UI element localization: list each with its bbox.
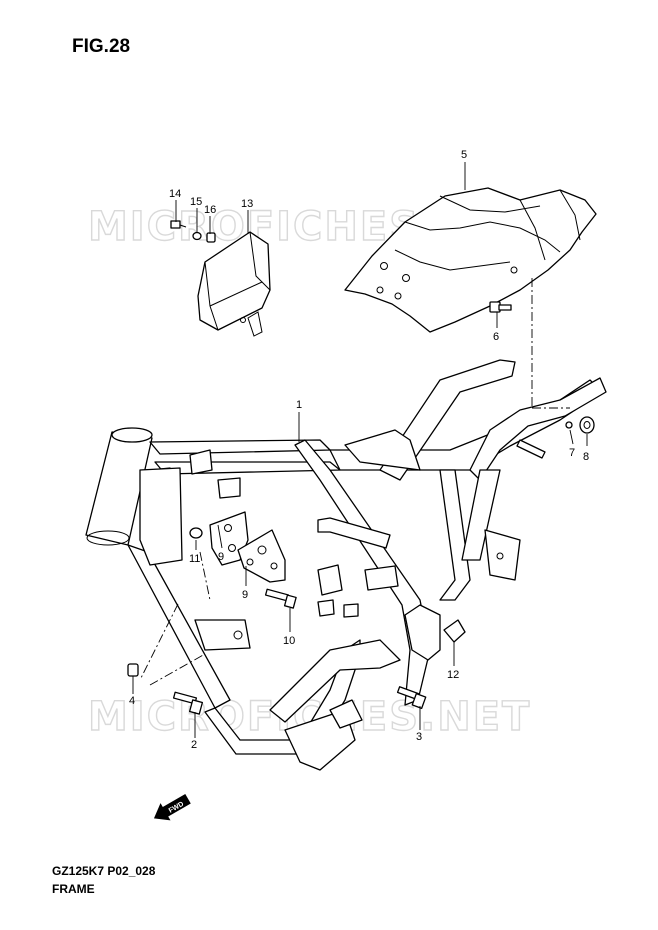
callout-3: 3	[416, 731, 422, 743]
callout-9a: 9	[218, 551, 224, 563]
callout-7: 7	[569, 447, 575, 459]
forward-arrow-icon: FWD	[153, 793, 191, 821]
nut-8-part	[579, 416, 595, 434]
diagram-code: GZ125K7 P02_028	[52, 864, 156, 878]
callout-12: 12	[447, 669, 459, 681]
callout-8: 8	[583, 451, 589, 463]
callout-13: 13	[241, 198, 253, 210]
callout-16: 16	[204, 204, 216, 216]
figure-title: FIG.28	[72, 36, 131, 57]
callout-4: 4	[129, 695, 135, 707]
nut-4-part	[127, 663, 139, 677]
bolt-10-part	[264, 588, 297, 609]
diagram-name: FRAME	[52, 882, 95, 896]
nut-11-part	[189, 527, 203, 539]
nut-16-part	[206, 232, 216, 243]
pivot-bolt-part	[516, 439, 546, 459]
callout-6: 6	[493, 331, 499, 343]
bolt-7-part	[565, 421, 573, 429]
bolt-3-part	[396, 686, 427, 709]
bracket-part	[197, 231, 271, 337]
bolt-2-part	[172, 691, 204, 715]
engine-mount-plate-right-part	[237, 529, 286, 583]
clamp-12-part	[443, 619, 466, 643]
callout-11: 11	[189, 553, 200, 565]
washer-15-part	[192, 231, 202, 241]
callout-10: 10	[283, 635, 295, 647]
callout-1: 1	[296, 399, 302, 411]
bolt-14-part	[170, 220, 187, 229]
callout-14: 14	[169, 188, 181, 200]
bolt-6-part	[489, 301, 512, 313]
callout-5: 5	[461, 149, 467, 161]
main-frame-part	[85, 359, 607, 771]
callout-9b: 9	[242, 589, 248, 601]
callout-15: 15	[190, 196, 202, 208]
callout-2: 2	[191, 739, 197, 751]
rear-fender-part	[344, 187, 597, 333]
